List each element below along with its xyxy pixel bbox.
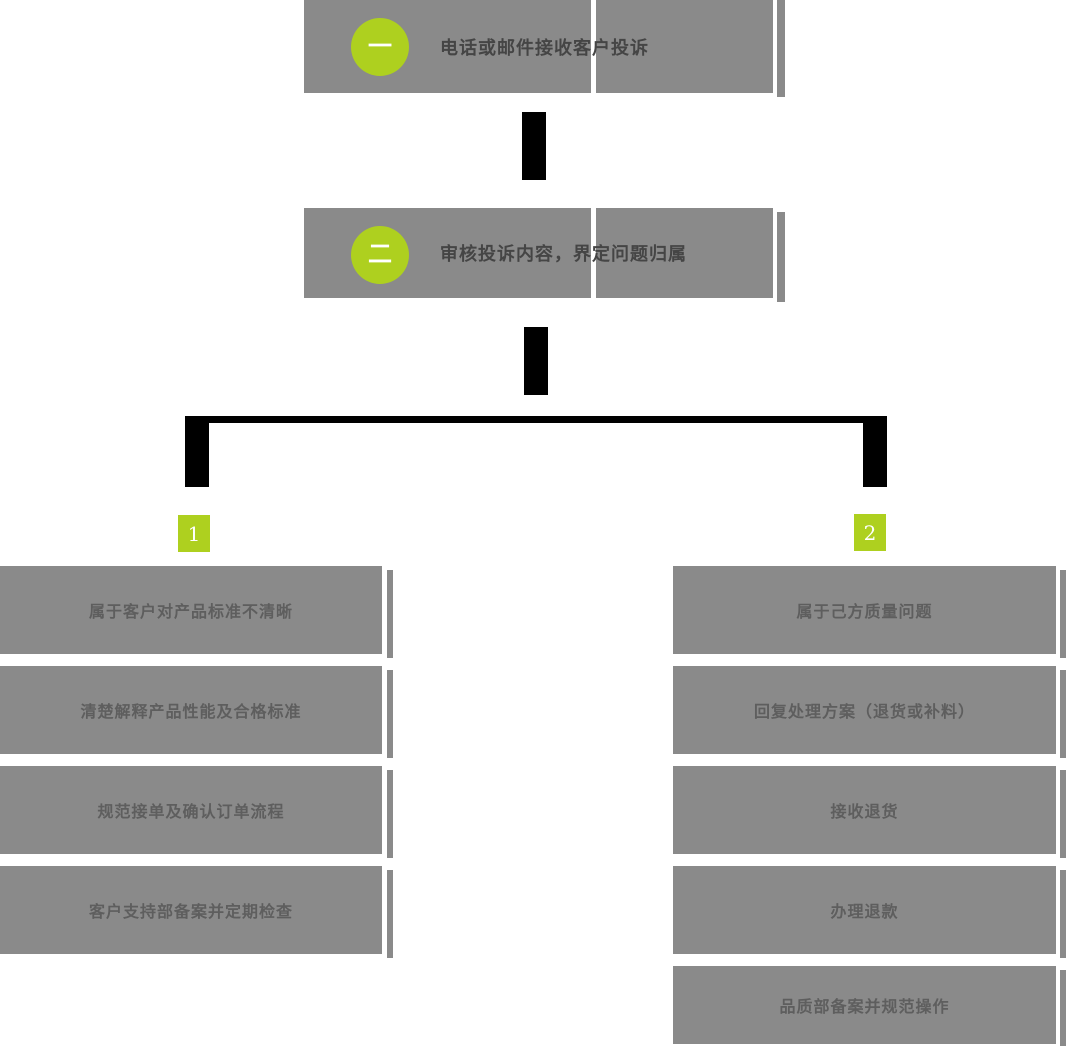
- branch-2-badge: 2: [854, 514, 886, 551]
- branch-2-item-1-label: 属于己方质量问题: [796, 604, 933, 621]
- card-edge-stripe: [382, 866, 387, 954]
- step-1-number: 一: [368, 33, 392, 60]
- branch-2-item-box: 品质部备案并规范操作: [673, 966, 1061, 1044]
- card-edge-stripe: [1056, 966, 1061, 1044]
- card-edge-stripe: [1056, 666, 1061, 754]
- card-edge-stripe: [382, 766, 387, 854]
- card-edge-stripe: [1056, 866, 1061, 954]
- branch-1-item-2-label: 清楚解释产品性能及合格标准: [80, 704, 302, 721]
- connector-step1-step2: [522, 112, 546, 180]
- step-2-label: 审核投诉内容，界定问题归属: [440, 244, 687, 264]
- branch-left-drop: [185, 417, 209, 487]
- box-edge-sliver: [1060, 670, 1066, 758]
- box-edge-sliver: [387, 570, 393, 658]
- branch-2-item-box: 属于己方质量问题: [673, 566, 1061, 654]
- branch-2-item-5-label: 品质部备案并规范操作: [779, 999, 950, 1016]
- step-1-number-circle: 一: [351, 18, 409, 76]
- step-1-edge-sliver: [777, 0, 785, 97]
- branch-1-item-box: 属于客户对产品标准不清晰: [0, 566, 387, 654]
- branch-right-drop: [863, 417, 887, 487]
- branch-2-item-box: 办理退款: [673, 866, 1061, 954]
- box-edge-sliver: [1060, 870, 1066, 958]
- box-edge-sliver: [1060, 570, 1066, 658]
- branch-2-item-2-label: 回复处理方案（退货或补料）: [753, 704, 975, 721]
- card-divider-stripe: [591, 208, 596, 298]
- branch-2-item-3-label: 接收退货: [830, 804, 899, 821]
- branch-1-item-1-label: 属于客户对产品标准不清晰: [88, 604, 293, 621]
- connector-step2-branch: [524, 327, 548, 395]
- card-edge-stripe: [1056, 566, 1061, 654]
- card-edge-stripe: [382, 666, 387, 754]
- branch-1-item-4-label: 客户支持部备案并定期检查: [88, 904, 293, 921]
- box-edge-sliver: [1060, 970, 1066, 1046]
- branch-2-item-box: 接收退货: [673, 766, 1061, 854]
- box-edge-sliver: [387, 870, 393, 958]
- step-2-number: 二: [368, 241, 392, 268]
- step-box-1: 一 电话或邮件接收客户投诉: [304, 0, 773, 93]
- branch-1-item-box: 客户支持部备案并定期检查: [0, 866, 387, 954]
- branch-1-badge: 1: [178, 515, 210, 552]
- step-2-number-circle: 二: [351, 226, 409, 284]
- box-edge-sliver: [1060, 770, 1066, 858]
- box-edge-sliver: [387, 770, 393, 858]
- card-divider-stripe: [591, 0, 596, 93]
- box-edge-sliver: [387, 670, 393, 758]
- branch-1-item-box: 规范接单及确认订单流程: [0, 766, 387, 854]
- branch-horizontal-line: [185, 416, 887, 423]
- step-box-2: 二 审核投诉内容，界定问题归属: [304, 208, 773, 298]
- step-1-label: 电话或邮件接收客户投诉: [440, 37, 649, 58]
- card-edge-stripe: [382, 566, 387, 654]
- branch-1-item-3-label: 规范接单及确认订单流程: [97, 804, 285, 821]
- card-edge-stripe: [1056, 766, 1061, 854]
- branch-1-item-box: 清楚解释产品性能及合格标准: [0, 666, 387, 754]
- branch-2-item-4-label: 办理退款: [830, 904, 899, 921]
- step-2-edge-sliver: [777, 212, 785, 302]
- branch-2-item-box: 回复处理方案（退货或补料）: [673, 666, 1061, 754]
